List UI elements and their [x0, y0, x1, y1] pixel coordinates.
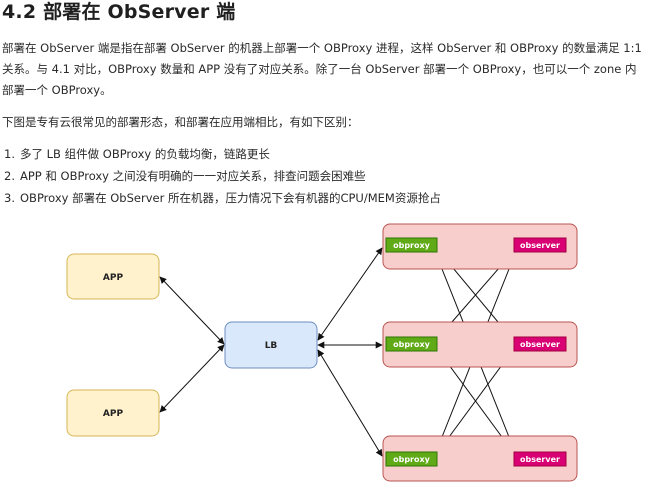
link-app2-lb: [159, 344, 225, 413]
observer-node: [513, 336, 567, 352]
link-lb-server1: [317, 247, 383, 341]
lb-box: LB: [224, 321, 318, 369]
section-heading: 4.2 部署在 ObServer 端: [2, 1, 236, 23]
svg-text:obproxy: obproxy: [393, 455, 431, 464]
link-lb-server3: [317, 349, 383, 457]
obproxy-node: [385, 451, 438, 467]
obproxy-node: [385, 237, 438, 253]
svg-text:observer: observer: [520, 455, 560, 464]
paragraph-diagram-intro: 下图是专有云很常见的部署形态，和部署在应用端相比，有如下区别：: [2, 115, 359, 129]
app-box: APP: [66, 253, 160, 300]
svg-text:LB: LB: [265, 341, 278, 351]
link-app1-lb: [159, 276, 225, 345]
paragraph-observer-deployment: 部署在 ObServer 端是指在部署 ObServer 的机器上部署一个 OB…: [2, 41, 642, 97]
server-group: obproxy observer: [382, 223, 578, 270]
list-item: 3.OBProxy 部署在 ObServer 所在机器，压力情况下会有机器的CP…: [4, 191, 441, 205]
svg-text:observer: observer: [520, 340, 560, 349]
server-group: obproxy observer: [382, 435, 578, 482]
server-group: obproxy observer: [382, 321, 578, 368]
difference-list: 1.多了 LB 组件做 OBProxy 的负载均衡，链路更长 2.APP 和 O…: [0, 143, 640, 209]
observer-node: [513, 451, 567, 467]
svg-text:obproxy: obproxy: [393, 340, 431, 349]
svg-text:APP: APP: [103, 409, 124, 419]
app-box: APP: [66, 389, 160, 437]
svg-text:observer: observer: [520, 241, 560, 250]
list-item: 1.多了 LB 组件做 OBProxy 的负载均衡，链路更长: [4, 147, 270, 161]
observer-node: [513, 237, 567, 253]
svg-text:obproxy: obproxy: [393, 241, 431, 250]
obproxy-node: [385, 336, 438, 352]
svg-text:APP: APP: [103, 273, 124, 283]
list-item: 2.APP 和 OBProxy 之间没有明确的一一对应关系，排查问题会困难些: [4, 169, 366, 183]
